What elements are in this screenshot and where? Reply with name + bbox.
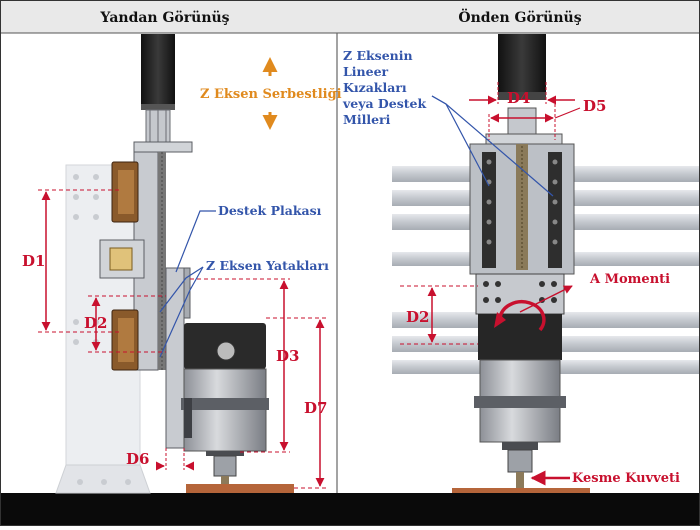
front-rail-right — [548, 152, 562, 268]
front-bit — [516, 472, 524, 488]
front-collet — [507, 449, 533, 473]
front-z-motor — [498, 34, 546, 94]
d5-label: D5 — [583, 97, 606, 115]
rails-pointer-right — [431, 95, 554, 197]
rails-label: Z Eksenin Lineer Kızakları veya Destek M… — [342, 48, 426, 127]
d2-side-label: D2 — [84, 314, 107, 332]
side-workpiece — [186, 484, 294, 493]
cutting-force-label: Kesme Kuvveti — [572, 471, 680, 486]
front-spindle-head — [478, 314, 562, 360]
side-carriage-plate — [165, 267, 185, 449]
moment-pointer — [519, 285, 573, 313]
front-view-title: Önden Görünüş — [458, 7, 581, 26]
ground-base — [1, 493, 699, 525]
front-view: A Momenti Kesme Kuvveti Z Eksenin Lineer… — [342, 34, 699, 493]
d2-front-label: D2 — [406, 308, 429, 326]
svg-text:Milleri: Milleri — [343, 112, 391, 127]
d3-label: D3 — [276, 347, 299, 365]
moment-arc — [498, 300, 546, 332]
support-plate-label: Destek Plakası — [218, 203, 322, 218]
header-band — [1, 1, 699, 33]
d4-label: D4 — [507, 89, 530, 107]
front-carriage — [475, 273, 565, 315]
d7-label: D7 — [304, 399, 327, 417]
z-freedom-label: Z Eksen Serbestliği — [200, 87, 342, 102]
side-z-motor — [141, 34, 175, 106]
front-rail-left — [482, 152, 496, 268]
svg-text:veya Destek: veya Destek — [342, 96, 426, 111]
svg-text:Kızakları: Kızakları — [343, 80, 407, 95]
column-foot — [55, 464, 151, 494]
side-collet — [213, 455, 237, 477]
side-bit — [221, 476, 229, 490]
side-top-plate — [133, 141, 193, 153]
svg-text:Z Eksenin: Z Eksenin — [343, 48, 413, 63]
d1-label: D1 — [22, 252, 45, 270]
svg-text:Lineer: Lineer — [343, 64, 389, 79]
d6-label: D6 — [126, 450, 149, 468]
front-coupling — [507, 107, 537, 135]
moment-label: A Momenti — [589, 272, 670, 287]
side-view: Z Eksen Serbestliği Destek Plakası Z Eks… — [22, 34, 342, 494]
front-workpiece — [452, 488, 590, 493]
z-bearings-label: Z Eksen Yatakları — [206, 258, 329, 273]
side-view-title: Yandan Görünüş — [99, 10, 229, 26]
